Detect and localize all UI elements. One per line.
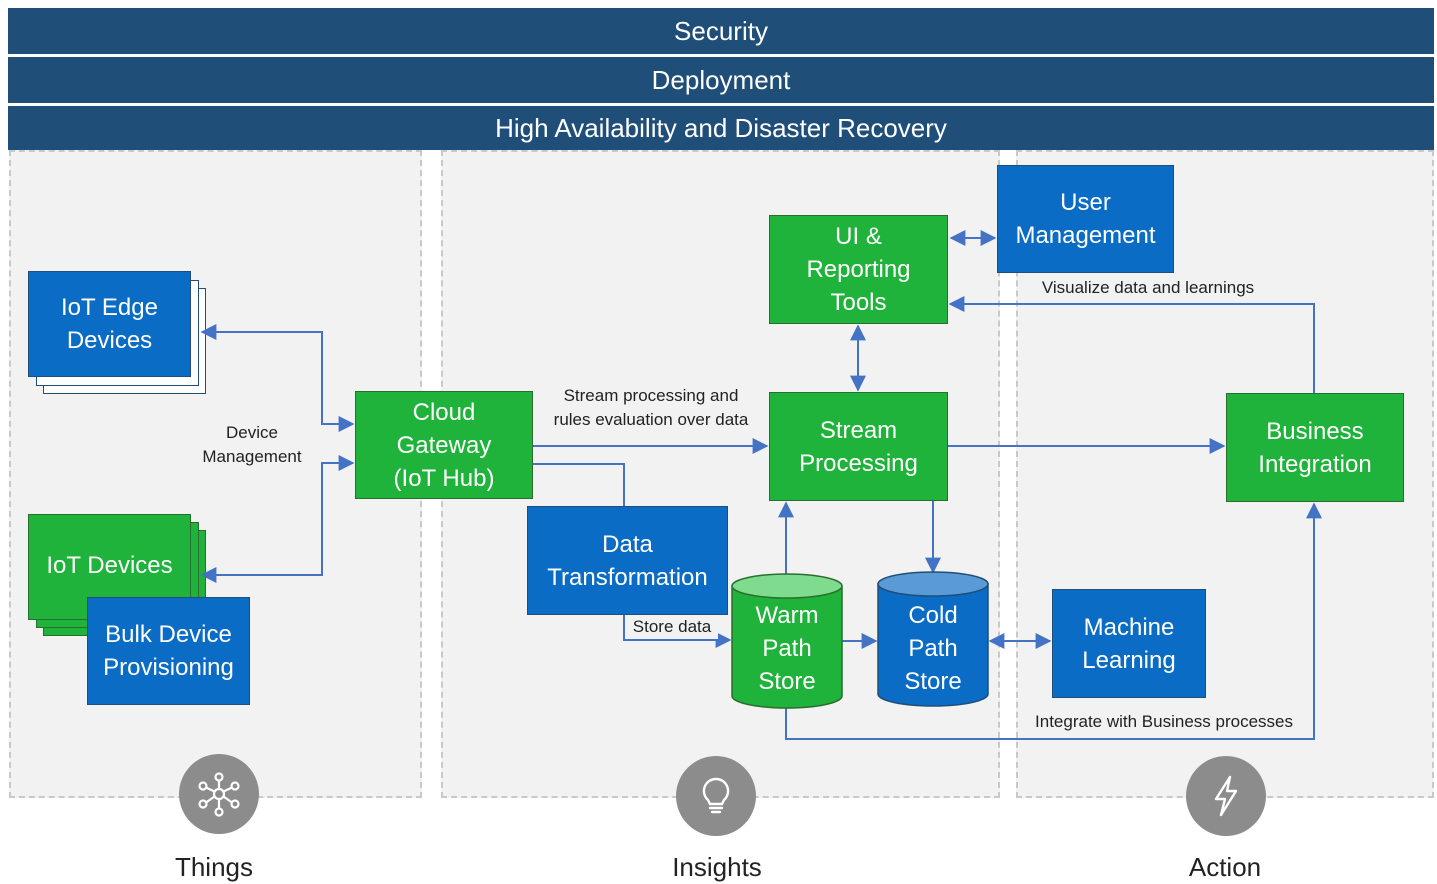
lightbulb-icon (702, 777, 730, 814)
integrate-label: Integrate with Business processes (1035, 712, 1293, 731)
deployment-label: Deployment (651, 64, 791, 95)
insights-circle (676, 756, 756, 836)
bulk-provisioning-box: Bulk Device Provisioning (87, 597, 250, 705)
iot-devices-label: IoT Devices (46, 552, 173, 579)
edge-gateway-connector (200, 324, 355, 432)
lightning-bolt-icon (1214, 775, 1238, 817)
devices-gateway-connector (200, 455, 355, 583)
store-data-label: Store data (626, 615, 718, 639)
visualize-arrow (948, 296, 1315, 393)
cold-path-cylinder (877, 571, 989, 707)
warm-path-cylinder (731, 573, 843, 709)
security-label: Security (674, 15, 768, 46)
deployment-band: Deployment (8, 57, 1434, 103)
warm-path-label: Warm Path Store (755, 602, 819, 695)
things-label: Things (174, 852, 254, 882)
action-label: Action (1188, 852, 1262, 882)
security-band: Security (8, 8, 1434, 54)
integrate-arrow (785, 502, 1322, 740)
data-transformation-box: Data Transformation (527, 506, 728, 615)
cold-path-label: Cold Path Store (904, 602, 962, 695)
user-management-box: User Management (997, 165, 1174, 273)
stream-rules-label: Stream processing and rules evaluation o… (553, 386, 749, 429)
iot-edge-devices-box: IoT Edge Devices (28, 271, 191, 377)
gateway-transformation-connector (533, 463, 625, 506)
things-circle (179, 754, 259, 834)
ha-dr-label: High Availability and Disaster Recovery (495, 112, 947, 143)
store-data-arrow (623, 615, 732, 648)
action-circle (1186, 756, 1266, 836)
ui-reporting-box: UI & Reporting Tools (769, 215, 948, 324)
stream-processing-box: Stream Processing (769, 392, 948, 501)
business-integration-box: Business Integration (1226, 393, 1404, 502)
machine-learning-box: Machine Learning (1052, 589, 1206, 698)
network-hub-icon (198, 772, 240, 817)
visualize-label: Visualize data and learnings (1041, 278, 1255, 297)
ha-dr-band: High Availability and Disaster Recovery (8, 106, 1434, 150)
insights-label: Insights (672, 852, 762, 882)
device-management-label: Device Management (202, 423, 302, 466)
cloud-gateway-box: Cloud Gateway (IoT Hub) (355, 391, 533, 499)
